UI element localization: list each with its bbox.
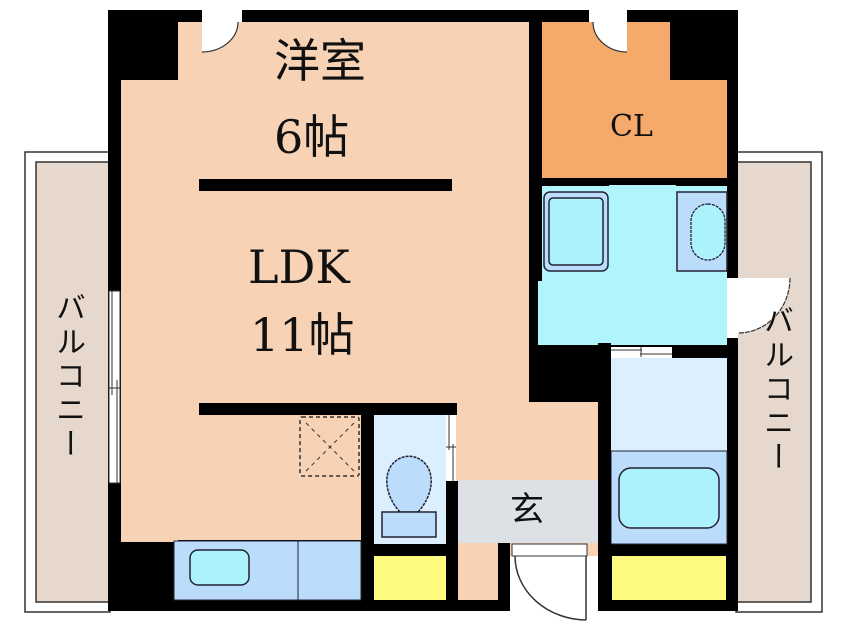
storage-right [612, 556, 726, 600]
wall-toilet-right [446, 481, 458, 611]
bathroom-floor [611, 358, 727, 451]
ldk-name: LDK [248, 240, 350, 294]
toilet-tank [381, 511, 437, 538]
entrance-label: 玄 [510, 490, 544, 530]
wash-wall-left [529, 178, 609, 186]
toilet-bowl [386, 455, 432, 513]
wash-wall-stub [529, 185, 542, 281]
bathtub [618, 467, 720, 529]
toilet-door[interactable] [446, 413, 456, 481]
wall-block-mid [529, 347, 611, 401]
closet-label: CL [610, 109, 653, 144]
balcony-left-window[interactable] [108, 290, 121, 484]
western-room-size: 6帖 [274, 110, 350, 164]
wall-divider-bottom [199, 403, 457, 415]
entrance-floor [458, 480, 598, 543]
entrance-door[interactable] [511, 543, 588, 621]
balcony-right-label: バルコニー [758, 305, 793, 475]
closet-floor [542, 22, 727, 178]
balcony-left-label: バルコニー [50, 292, 85, 462]
wash-wall-right [676, 178, 727, 186]
laundry-drain [690, 203, 726, 261]
wall-shoe-right [598, 343, 611, 611]
ldk-size: 11帖 [250, 308, 355, 362]
ldk-floor [121, 22, 598, 600]
kitchen-stove [297, 540, 362, 601]
balcony-left [24, 151, 111, 613]
storage-toilet [374, 556, 446, 600]
kitchen-corner-wall [121, 542, 174, 600]
kitchen-sink [189, 549, 250, 586]
wall-entrance-bottom-left [498, 543, 510, 611]
closet-door[interactable] [589, 10, 628, 53]
western-room-name: 洋室 [274, 34, 366, 88]
entrance-white-out [510, 556, 598, 636]
balcony-right-door[interactable] [727, 277, 791, 338]
refrigerator-space [299, 416, 360, 477]
wall-divider-top [199, 179, 452, 191]
western-room-door[interactable] [201, 10, 242, 53]
wall-toilet-bottom [374, 544, 456, 556]
balcony-right [735, 151, 823, 613]
bathroom-door[interactable] [610, 347, 672, 358]
washbasin-bowl [548, 197, 604, 266]
wall-toilet-left [361, 415, 374, 610]
entrance-floor-lower [458, 543, 498, 600]
